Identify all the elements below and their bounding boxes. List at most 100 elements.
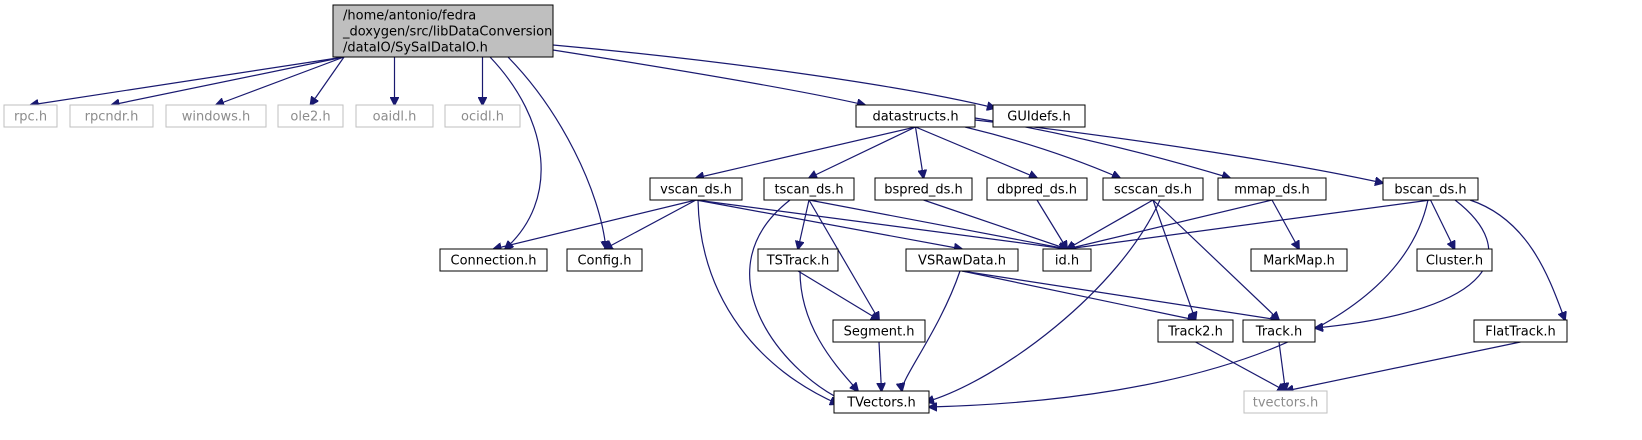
node-label-ocidl: ocidl.h <box>461 110 504 125</box>
node-mmap[interactable]: mmap_ds.h <box>1217 177 1327 201</box>
node-label-cluster: Cluster.h <box>1426 254 1483 269</box>
node-box-rpc <box>3 104 58 128</box>
edge-track-to-tvectorsL <box>1278 341 1286 391</box>
node-box-bspred <box>874 177 973 201</box>
nodes-layer: /home/antonio/fedra_doxygen/src/libDataC… <box>3 4 1568 414</box>
edge-vscan-to-config <box>605 199 697 249</box>
edge-root-to-datastructs <box>552 49 865 105</box>
edge-scscan-to-track2 <box>1152 199 1196 320</box>
node-label-datastructs: datastructs.h <box>872 110 958 125</box>
edge-bscan-to-cluster <box>1429 199 1455 249</box>
node-label-vscan: vscan_ds.h <box>660 183 732 198</box>
edge-scscan-to-track <box>1152 199 1279 320</box>
node-box-flattrack <box>1473 319 1568 343</box>
node-label-ole2: ole2.h <box>290 110 330 125</box>
node-box-datastructs <box>855 104 976 128</box>
node-bspred[interactable]: bspred_ds.h <box>874 177 973 201</box>
edge-vscan-to-tvectorsU <box>697 199 838 404</box>
edge-vsrawdata-to-track2 <box>961 270 1196 320</box>
edge-tscan-to-idh <box>808 199 1067 249</box>
node-box-tvectorsU <box>833 390 930 414</box>
edge-scscan-to-idh <box>1067 199 1154 249</box>
node-box-track <box>1242 319 1316 343</box>
edge-bscan-to-track <box>1315 199 1490 328</box>
edge-datastructs-to-scscan <box>964 126 1120 178</box>
node-guidefs[interactable]: GUIdefs.h <box>992 104 1086 128</box>
edge-vscan-to-connection <box>494 199 697 249</box>
edge-vsrawdata-to-track <box>961 270 1279 320</box>
edge-tscan-to-tstrack <box>798 199 810 249</box>
node-box-guidefs <box>992 104 1086 128</box>
edge-datastructs-to-vscan <box>696 126 916 178</box>
node-scscan[interactable]: scscan_ds.h <box>1102 177 1204 201</box>
node-box-scscan <box>1102 177 1204 201</box>
node-rpcndr: rpcndr.h <box>69 104 154 128</box>
node-datastructs[interactable]: datastructs.h <box>855 104 976 128</box>
node-label-tvectorsL: tvectors.h <box>1253 396 1318 411</box>
node-label-connection: Connection.h <box>451 254 537 269</box>
edge-segment-to-tvectorsU <box>879 341 882 391</box>
node-box-config <box>566 248 643 272</box>
edge-tstrack-to-tvectorsU <box>799 270 858 391</box>
node-label-tscan: tscan_ds.h <box>774 183 843 198</box>
node-label-oaidl: oaidl.h <box>373 110 417 125</box>
node-root[interactable]: /home/antonio/fedra_doxygen/src/libDataC… <box>332 4 554 58</box>
node-label-rpc: rpc.h <box>14 110 47 125</box>
node-tstrack[interactable]: TSTrack.h <box>757 248 839 272</box>
edge-root-to-rpcndr <box>112 56 345 105</box>
node-label-flattrack: FlatTrack.h <box>1485 325 1556 340</box>
node-label-bspred: bspred_ds.h <box>884 183 962 198</box>
node-flattrack[interactable]: FlatTrack.h <box>1473 319 1568 343</box>
node-rpc: rpc.h <box>3 104 58 128</box>
node-connection[interactable]: Connection.h <box>439 248 548 272</box>
edge-dbpred-to-idh <box>1036 199 1067 249</box>
node-cluster[interactable]: Cluster.h <box>1416 248 1493 272</box>
node-tvectorsL: tvectors.h <box>1243 390 1328 414</box>
edge-datastructs-to-bspred <box>914 126 924 178</box>
node-ole2: ole2.h <box>277 104 344 128</box>
node-vscan[interactable]: vscan_ds.h <box>649 177 743 201</box>
node-ocidl: ocidl.h <box>444 104 521 128</box>
edge-tstrack-to-segment <box>797 270 879 320</box>
node-box-vsrawdata <box>905 248 1019 272</box>
edge-root-to-windows <box>216 56 345 105</box>
edge-datastructs-to-bscan <box>974 119 1383 183</box>
node-box-connection <box>439 248 548 272</box>
edge-bscan-to-flattrack <box>1469 199 1565 320</box>
node-vsrawdata[interactable]: VSRawData.h <box>905 248 1019 272</box>
edge-vscan-to-vsrawdata <box>695 199 962 249</box>
node-box-tvectorsL <box>1243 390 1328 414</box>
edge-bscan-to-tvectorsU <box>929 199 1429 407</box>
node-label-track: Track.h <box>1255 325 1302 340</box>
edge-root-to-ole2 <box>311 56 345 105</box>
edge-bscan-to-idh <box>1067 199 1431 249</box>
edges-layer <box>31 44 1566 407</box>
edge-tscan-to-segment <box>808 199 879 320</box>
node-windows: windows.h <box>165 104 267 128</box>
node-label-config: Config.h <box>577 254 631 269</box>
node-config[interactable]: Config.h <box>566 248 643 272</box>
node-label-tstrack: TSTrack.h <box>766 254 830 269</box>
node-markmap[interactable]: MarkMap.h <box>1250 248 1348 272</box>
node-tscan[interactable]: tscan_ds.h <box>763 177 855 201</box>
node-track2[interactable]: Track2.h <box>1157 319 1234 343</box>
node-box-markmap <box>1250 248 1348 272</box>
node-label-windows: windows.h <box>182 110 250 125</box>
node-tvectorsU[interactable]: TVectors.h <box>833 390 930 414</box>
node-box-bscan <box>1382 177 1479 201</box>
node-bscan[interactable]: bscan_ds.h <box>1382 177 1479 201</box>
node-label-segment: Segment.h <box>844 325 915 340</box>
node-box-root <box>332 4 554 58</box>
node-segment[interactable]: Segment.h <box>832 319 926 343</box>
node-track[interactable]: Track.h <box>1242 319 1316 343</box>
node-label-mmap: mmap_ds.h <box>1234 183 1309 198</box>
edge-bspred-to-idh <box>923 199 1068 249</box>
node-dbpred[interactable]: dbpred_ds.h <box>986 177 1088 201</box>
edge-scscan-to-tvectorsU <box>926 199 1161 402</box>
edge-vscan-to-idh <box>695 199 1067 249</box>
node-box-windows <box>165 104 267 128</box>
node-oaidl: oaidl.h <box>355 104 434 128</box>
node-box-cluster <box>1416 248 1493 272</box>
node-idh[interactable]: id.h <box>1042 248 1092 272</box>
